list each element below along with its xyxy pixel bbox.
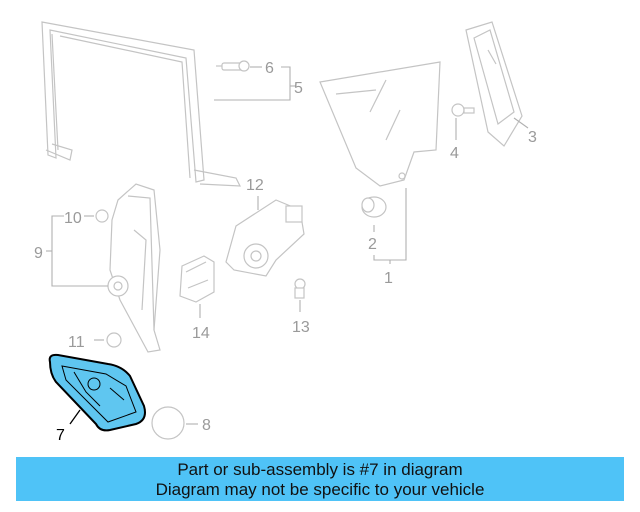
window-regulator	[107, 183, 161, 353]
bushing-part-2	[361, 196, 387, 218]
callout-11: 11	[68, 334, 85, 351]
nut-part-10	[95, 209, 109, 223]
door-glass	[319, 61, 441, 187]
quarter-glass-part-3	[465, 21, 523, 147]
callout-3: 3	[528, 129, 537, 146]
callout-1: 1	[384, 270, 393, 287]
info-banner: Part or sub-assembly is #7 in diagram Di…	[16, 457, 624, 501]
callout-8: 8	[202, 417, 211, 434]
bracket-part-14	[179, 255, 215, 303]
callout-12: 12	[246, 177, 264, 194]
screw-part-6	[216, 60, 250, 72]
callout-9: 9	[34, 245, 43, 262]
nut-part-11	[106, 332, 122, 348]
plug-part-8	[151, 406, 185, 440]
banner-line-2: Diagram may not be specific to your vehi…	[155, 480, 485, 499]
callout-10: 10	[64, 210, 82, 227]
highlighted-part-7	[48, 353, 146, 432]
callout-7: 7	[56, 427, 65, 444]
screw-part-13	[294, 278, 306, 299]
callout-14: 14	[192, 325, 210, 342]
bolt-part-4	[451, 103, 475, 117]
callout-2: 2	[368, 236, 377, 253]
callout-13: 13	[292, 319, 310, 336]
regulator-motor	[225, 199, 305, 277]
callout-5: 5	[294, 80, 303, 97]
window-run-channel	[41, 21, 241, 187]
callout-6: 6	[265, 60, 274, 77]
callout-4: 4	[450, 145, 459, 162]
banner-line-1: Part or sub-assembly is #7 in diagram	[177, 460, 463, 479]
